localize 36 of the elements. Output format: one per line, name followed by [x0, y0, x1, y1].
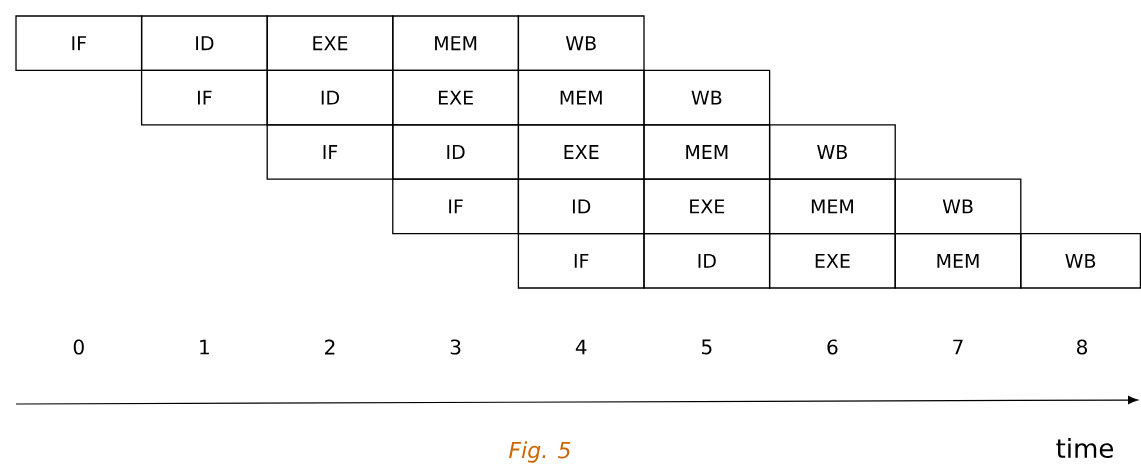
stage-cell: EXE	[392, 69, 520, 126]
time-step-number: 0	[73, 339, 84, 355]
stage-cell: MEM	[768, 178, 896, 235]
time-step-number: 5	[702, 339, 712, 355]
time-step-number: 4	[575, 339, 587, 355]
time-step-number: 6	[827, 339, 838, 355]
time-step-number: 1	[200, 339, 209, 355]
stage-cell: ID	[643, 232, 771, 289]
stage-cell: MEM	[392, 15, 520, 72]
stage-cell: IF	[15, 15, 143, 72]
stage-cell: MEM	[894, 232, 1022, 289]
stage-cell: WB	[1020, 232, 1141, 289]
stage-cell: EXE	[266, 15, 394, 72]
time-step-number: 8	[1077, 339, 1087, 355]
time-step-number: 3	[450, 339, 461, 355]
stage-cell: WB	[643, 69, 771, 126]
stage-cell: IF	[140, 69, 268, 126]
stage-cell: WB	[517, 15, 645, 72]
stage-cell: WB	[768, 124, 896, 180]
stage-cell: ID	[266, 69, 394, 126]
stage-cell: MEM	[643, 124, 771, 180]
stage-cell: EXE	[517, 124, 645, 180]
stage-cell: EXE	[768, 232, 896, 289]
stage-cell: MEM	[517, 69, 645, 126]
stage-cell: ID	[392, 124, 520, 180]
time-step-number: 7	[953, 339, 963, 355]
time-step-number: 2	[325, 339, 335, 355]
stage-cell: IF	[266, 124, 394, 180]
stage-cell: IF	[392, 178, 520, 235]
stage-cell: ID	[140, 15, 268, 72]
axis-label: time	[1056, 437, 1113, 459]
stage-cell: EXE	[643, 178, 771, 235]
stage-cell: WB	[894, 178, 1022, 235]
figure-caption: Fig. 5	[509, 441, 571, 463]
stage-cell: IF	[517, 232, 645, 289]
stage-cell: ID	[517, 178, 645, 235]
